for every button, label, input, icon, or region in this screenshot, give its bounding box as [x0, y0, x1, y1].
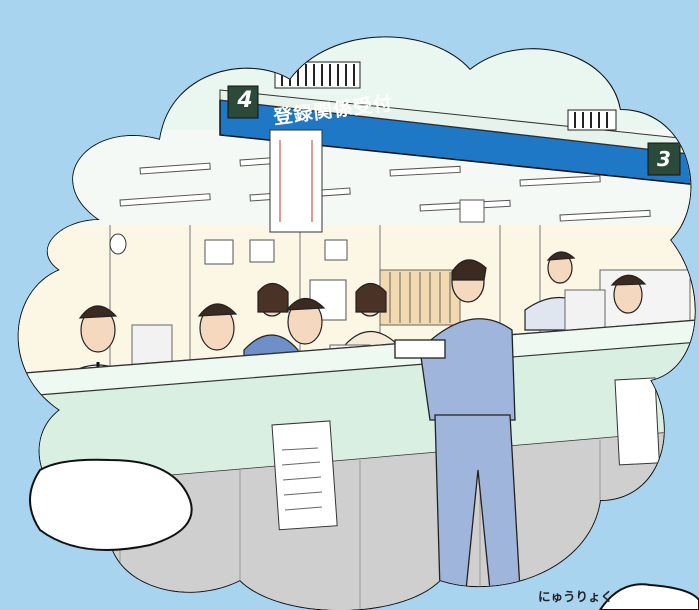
speech-bubble-icon	[29, 458, 193, 551]
counter-number-4: 4	[237, 88, 253, 113]
bottom-caption: にゅうりょく	[538, 589, 614, 604]
counter-number-3: 3	[657, 147, 671, 171]
